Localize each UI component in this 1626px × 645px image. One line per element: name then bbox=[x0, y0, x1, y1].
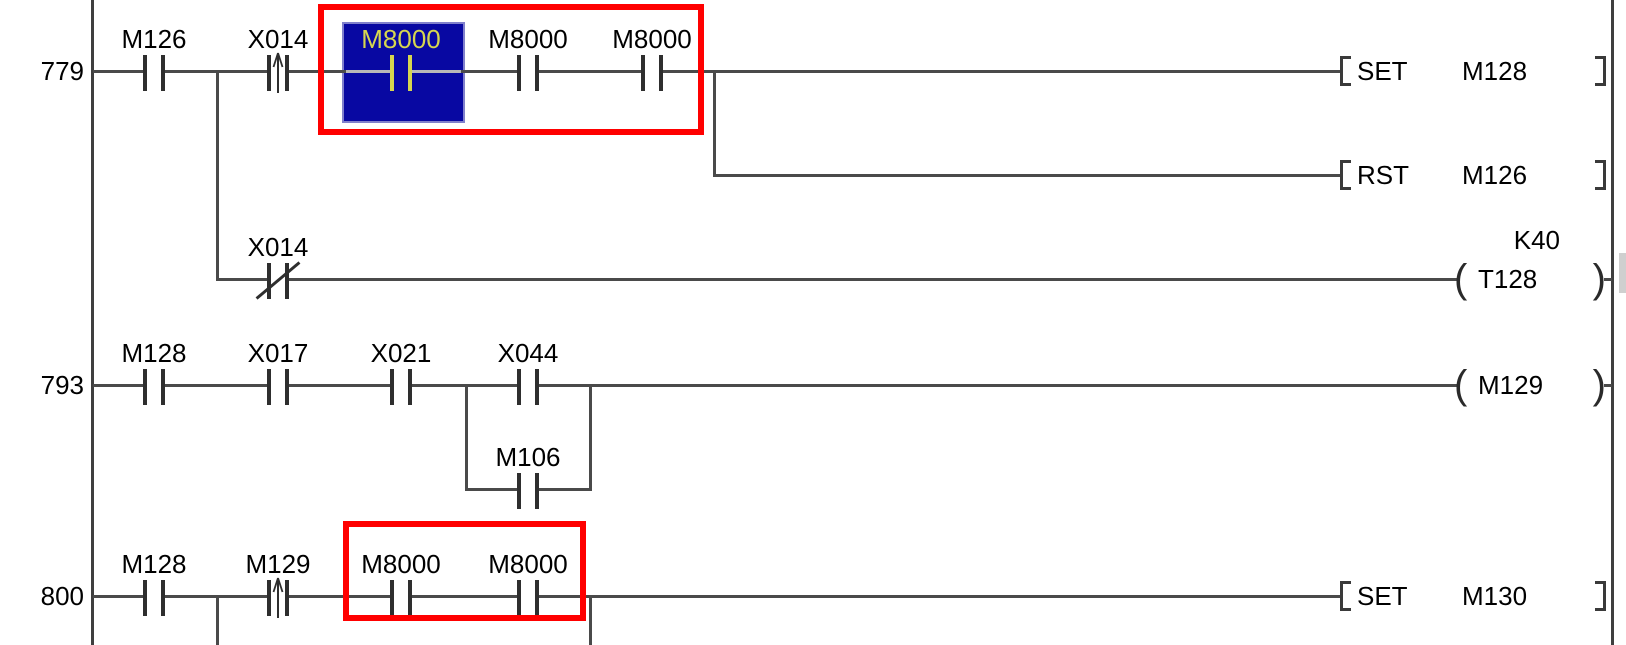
right-power-rail bbox=[1611, 0, 1614, 645]
contact-m8000-selected[interactable]: M8000 bbox=[361, 26, 441, 91]
rung-800-branch-left-wire bbox=[216, 595, 219, 645]
instruction-operand: M128 bbox=[1462, 56, 1528, 86]
contact-label: X017 bbox=[247, 338, 309, 368]
left-bracket-icon bbox=[1340, 581, 1351, 611]
contact-label: M8000 bbox=[612, 24, 692, 54]
contact-label: X014 bbox=[247, 24, 309, 54]
instruction-op: SET bbox=[1357, 581, 1408, 611]
instruction-operand: M126 bbox=[1462, 160, 1528, 190]
contact-label: M106 bbox=[495, 442, 561, 472]
window-edge-strip bbox=[1619, 253, 1626, 293]
contact-label: M8000 bbox=[361, 549, 441, 579]
right-bracket-icon bbox=[1595, 581, 1606, 611]
coil-operand: M129 bbox=[1478, 370, 1544, 400]
instruction-op: RST bbox=[1357, 160, 1409, 190]
rst-m126-instruction[interactable]: RST M126 bbox=[1340, 160, 1606, 190]
coil-open-paren-icon: ( bbox=[1454, 363, 1468, 407]
contact-m8000-2[interactable]: M8000 bbox=[488, 26, 568, 91]
contact-m106[interactable]: M106 bbox=[495, 444, 561, 509]
rung-number-800: 800 bbox=[40, 581, 84, 611]
contact-label: M128 bbox=[121, 338, 187, 368]
set-m130-instruction[interactable]: SET M130 bbox=[1340, 581, 1606, 611]
timer-coil-t128[interactable]: ( T128 ) bbox=[1452, 257, 1608, 301]
highlight-box-1 bbox=[318, 4, 704, 135]
contact-label: X044 bbox=[497, 338, 559, 368]
left-bracket-icon bbox=[1340, 160, 1351, 190]
parallel-branch-right-wire bbox=[589, 384, 592, 491]
rising-pulse-arrow-icon bbox=[272, 52, 284, 93]
contact-label: M8000 bbox=[361, 24, 441, 54]
rung-800-branch-right-wire bbox=[589, 595, 592, 645]
contact-label: M8000 bbox=[488, 24, 568, 54]
timer-coil-rail-connector bbox=[1604, 278, 1612, 281]
rung-number-793: 793 bbox=[40, 370, 84, 400]
rung-number-779: 779 bbox=[40, 56, 84, 86]
instruction-operand: M130 bbox=[1462, 581, 1528, 611]
coil-operand: T128 bbox=[1478, 264, 1538, 294]
coil-close-paren-icon: ) bbox=[1592, 363, 1606, 407]
highlight-box-2 bbox=[343, 521, 586, 621]
coil-m129-rail-connector bbox=[1604, 384, 1612, 387]
coil-open-paren-icon: ( bbox=[1454, 257, 1468, 301]
parallel-branch-left-wire bbox=[465, 384, 468, 491]
timer-branch-wire bbox=[217, 278, 1460, 281]
branch-wire-timer bbox=[216, 70, 219, 281]
contact-label: M126 bbox=[121, 24, 187, 54]
contact-label: M129 bbox=[245, 549, 311, 579]
left-power-rail bbox=[91, 0, 94, 645]
contact-m128-800[interactable]: M128 bbox=[121, 551, 187, 616]
contact-m8000-3[interactable]: M8000 bbox=[612, 26, 692, 91]
set-m128-instruction[interactable]: SET M128 bbox=[1340, 56, 1606, 86]
contact-m129-rising[interactable]: M129 bbox=[245, 551, 311, 618]
rung-779-wire bbox=[93, 70, 1340, 73]
contact-label: M128 bbox=[121, 549, 187, 579]
contact-m8000-5[interactable]: M8000 bbox=[488, 551, 568, 616]
normally-closed-slash-icon bbox=[255, 261, 301, 300]
contact-x014-nc[interactable]: X014 bbox=[248, 234, 308, 300]
contact-label: X021 bbox=[370, 338, 432, 368]
rung-793-wire bbox=[93, 384, 1460, 387]
timer-constant: K40 bbox=[1513, 225, 1560, 255]
contact-m126[interactable]: M126 bbox=[121, 26, 187, 91]
right-bracket-icon bbox=[1595, 56, 1606, 86]
rst-branch-wire bbox=[714, 174, 1340, 177]
coil-close-paren-icon: ) bbox=[1592, 257, 1606, 301]
contact-label: M8000 bbox=[488, 549, 568, 579]
contact-label: X014 bbox=[247, 232, 309, 262]
rung-800-wire bbox=[93, 595, 1340, 598]
contact-m8000-4[interactable]: M8000 bbox=[361, 551, 441, 616]
right-bracket-icon bbox=[1595, 160, 1606, 190]
contact-m128-793[interactable]: M128 bbox=[121, 340, 187, 405]
left-bracket-icon bbox=[1340, 56, 1351, 86]
contact-x021[interactable]: X021 bbox=[371, 340, 431, 405]
contact-x044[interactable]: X044 bbox=[498, 340, 558, 405]
rising-pulse-arrow-icon bbox=[272, 577, 284, 618]
contact-x017[interactable]: X017 bbox=[248, 340, 308, 405]
coil-m129[interactable]: ( M129 ) bbox=[1452, 363, 1608, 407]
branch-wire-rst bbox=[713, 70, 716, 177]
contact-x014-rising[interactable]: X014 bbox=[248, 26, 308, 93]
instruction-op: SET bbox=[1357, 56, 1408, 86]
